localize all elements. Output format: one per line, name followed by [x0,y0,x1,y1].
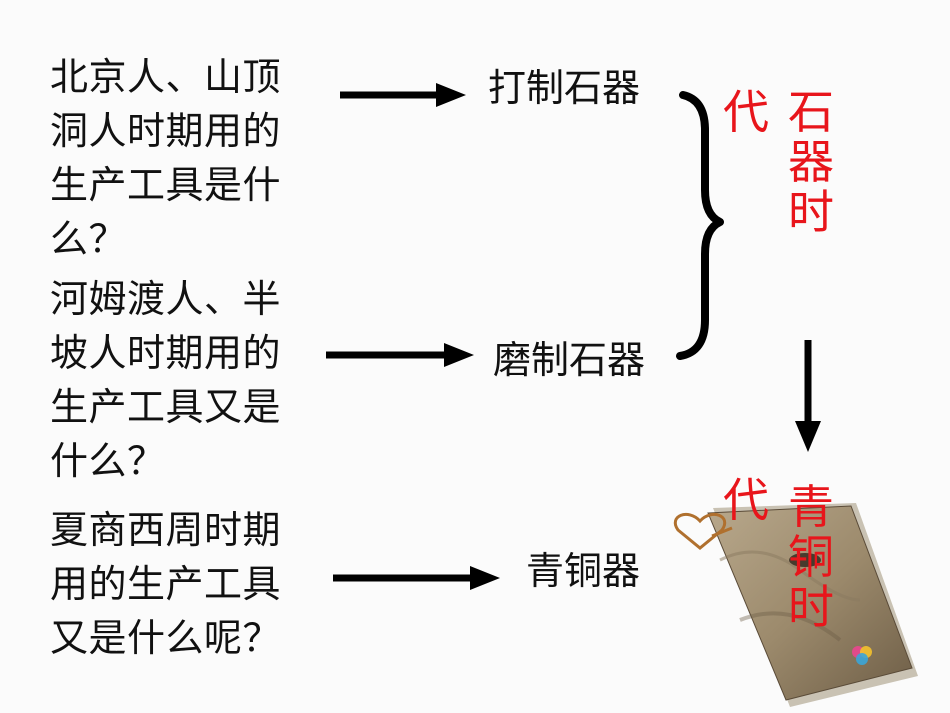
arrow-right-3 [333,566,500,590]
arrow-down [795,340,821,452]
bronze-age-char: 代 [723,473,769,527]
answer-3: 青铜器 [526,549,641,593]
curly-brace [676,91,724,360]
bronze-age-label: 青铜时 [788,480,834,634]
question-3: 夏商西周时期用的生产工具又是什么呢？ [50,508,282,660]
question-1: 北京人、山顶洞人时期用的生产工具是什么？ [50,55,282,261]
arrow-right-2 [326,343,474,367]
question-2: 河姆渡人、半坡人时期用的生产工具又是什么？ [50,277,282,483]
answer-1: 打制石器 [488,66,641,110]
stone-age-label: 石器时 [788,85,834,239]
answer-2: 磨制石器 [493,338,646,382]
notebook-image [674,503,918,707]
arrow-right-1 [340,83,466,107]
stone-age-char: 代 [723,85,769,139]
